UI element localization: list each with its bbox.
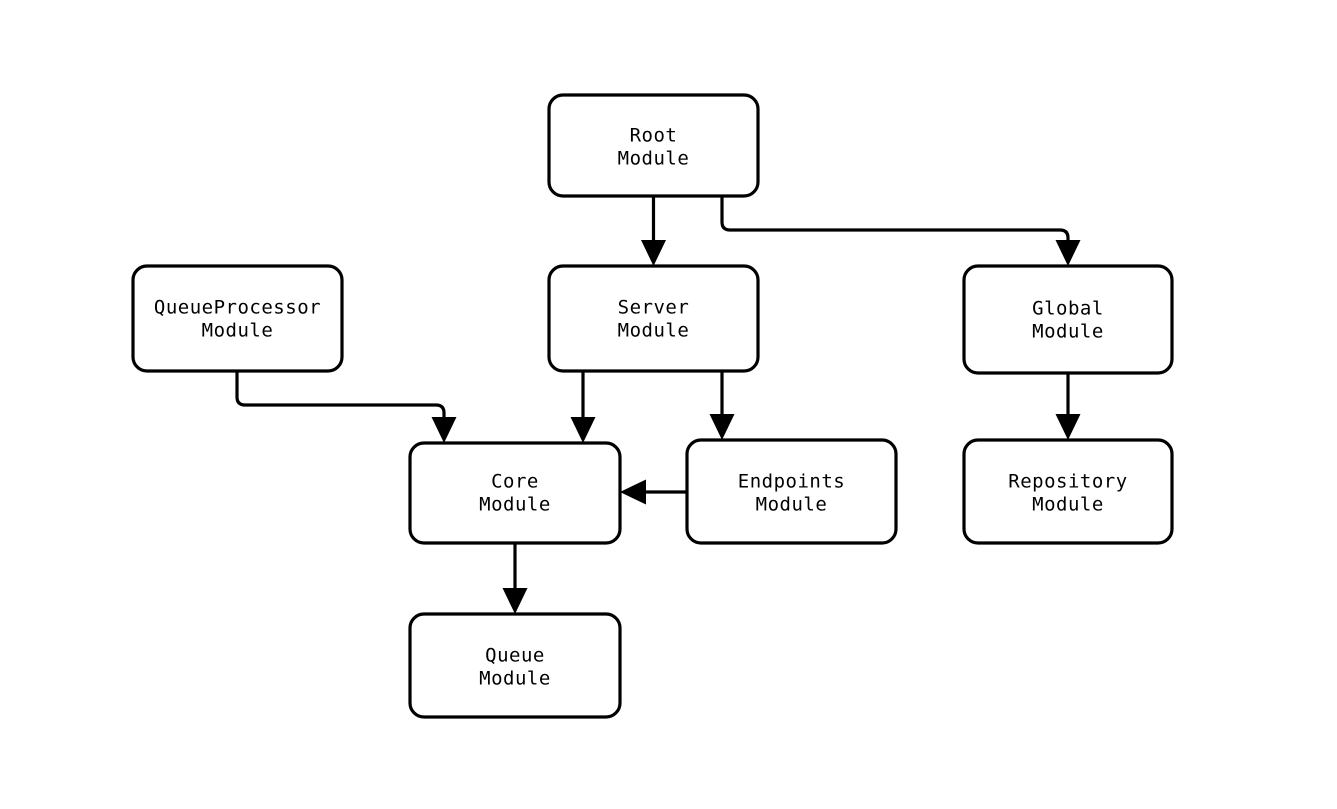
- edge-server-endpoints: [709, 371, 735, 440]
- node-root-label-line2: Module: [618, 148, 690, 170]
- node-server-box[interactable]: [547, 264, 760, 373]
- node-server-label-line2: Module: [618, 320, 690, 342]
- edge-root-global: [720, 196, 1081, 266]
- edge-global-repository: [1055, 373, 1081, 440]
- node-queue-box[interactable]: [408, 612, 622, 719]
- node-repository-label-line2: Module: [1032, 494, 1104, 516]
- node-global-label-line1: Global: [1032, 298, 1104, 320]
- node-global[interactable]: Global Module: [962, 264, 1174, 375]
- node-repository-box[interactable]: [962, 438, 1174, 545]
- node-queueprocessor-label-line2: Module: [202, 320, 274, 342]
- edge-core-queue-arrowhead: [502, 588, 528, 614]
- node-endpoints-label-line1: Endpoints: [738, 471, 845, 493]
- node-server-label-line1: Server: [618, 297, 690, 319]
- node-layer: Root Module QueueProcessor Module Server…: [131, 93, 1174, 719]
- node-repository-label-line1: Repository: [1008, 471, 1127, 493]
- node-queueprocessor-label-line1: QueueProcessor: [154, 297, 321, 319]
- node-endpoints-box[interactable]: [685, 438, 898, 545]
- node-queue-label-line2: Module: [479, 668, 551, 690]
- node-endpoints-label-line2: Module: [756, 494, 828, 516]
- edge-queueprocessor-core: [235, 371, 457, 443]
- node-server[interactable]: Server Module: [547, 264, 760, 373]
- edge-queueprocessor-core-arrowhead: [431, 417, 457, 443]
- node-core[interactable]: Core Module: [408, 441, 622, 545]
- edge-server-core-arrowhead: [570, 417, 596, 443]
- node-global-box[interactable]: [962, 264, 1174, 375]
- edge-endpoints-core-arrowhead: [620, 479, 646, 505]
- node-global-label-line2: Module: [1032, 321, 1104, 343]
- node-repository[interactable]: Repository Module: [962, 438, 1174, 545]
- node-queueprocessor[interactable]: QueueProcessor Module: [131, 264, 344, 373]
- node-core-label-line2: Module: [479, 494, 551, 516]
- edge-server-core: [570, 371, 596, 443]
- node-queueprocessor-box[interactable]: [131, 264, 344, 373]
- node-root-box[interactable]: [547, 93, 760, 198]
- node-root-label-line1: Root: [630, 125, 678, 147]
- edge-root-server-arrowhead: [641, 240, 666, 266]
- node-core-label-line1: Core: [491, 471, 539, 493]
- edge-endpoints-core: [620, 479, 687, 505]
- node-endpoints[interactable]: Endpoints Module: [685, 438, 898, 545]
- edge-global-repository-arrowhead: [1055, 414, 1081, 440]
- node-queue[interactable]: Queue Module: [408, 612, 622, 719]
- edge-layer: [235, 196, 1081, 614]
- node-core-box[interactable]: [408, 441, 622, 545]
- node-root[interactable]: Root Module: [547, 93, 760, 198]
- node-queue-label-line1: Queue: [485, 645, 545, 667]
- edge-root-global-line: [720, 196, 1070, 250]
- edge-queueprocessor-core-line: [235, 371, 446, 427]
- edge-root-server: [641, 196, 666, 266]
- edge-server-endpoints-arrowhead: [709, 414, 735, 440]
- edge-core-queue: [502, 543, 528, 614]
- edge-root-global-arrowhead: [1055, 240, 1081, 266]
